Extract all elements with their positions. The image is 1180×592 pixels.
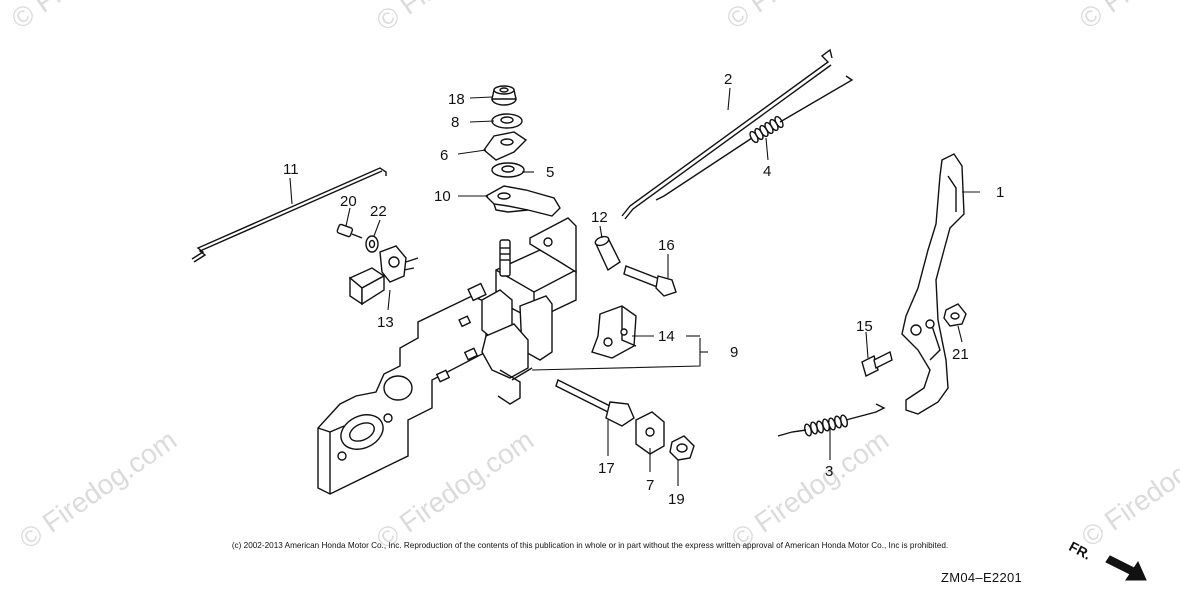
part-12-collar xyxy=(594,235,621,272)
callout-7: 7 xyxy=(646,477,654,494)
leader-lines xyxy=(289,87,980,486)
callout-15: 15 xyxy=(856,318,873,335)
callout-21: 21 xyxy=(952,346,969,363)
part-9-control-base xyxy=(317,217,577,495)
diagram-code: ZM04–E2201 xyxy=(941,570,1023,585)
callout-13: 13 xyxy=(377,314,394,331)
part-13-switch xyxy=(348,245,419,306)
part-16-bolt xyxy=(623,265,677,297)
callout-17: 17 xyxy=(598,460,615,477)
callout-16: 16 xyxy=(658,237,675,254)
part-7-clip xyxy=(635,411,665,455)
watermark-text: © Firedog.com xyxy=(1076,422,1180,553)
watermark-text: © Firedog.com xyxy=(14,424,183,555)
watermark-text: © Firedog.com xyxy=(1074,0,1180,35)
callout-11: 11 xyxy=(283,161,299,178)
part-6-plate xyxy=(483,131,528,161)
part-2-rod xyxy=(621,48,833,220)
callout-6: 6 xyxy=(440,147,448,164)
part-8-washer xyxy=(491,113,523,129)
callout-22: 22 xyxy=(370,203,387,220)
part-19-nut xyxy=(669,435,695,461)
callout-8: 8 xyxy=(451,114,459,131)
part-3-spring xyxy=(777,403,886,437)
callout-20: 20 xyxy=(340,193,357,210)
watermark-text: © Firedog.com xyxy=(721,0,890,35)
part-20-bolt xyxy=(336,223,363,239)
part-5-washer xyxy=(491,162,525,178)
callout-9: 9 xyxy=(730,344,738,361)
part-17-bolt xyxy=(555,379,635,427)
callout-14: 14 xyxy=(658,328,675,345)
callout-19: 19 xyxy=(668,491,685,508)
part-14-bracket xyxy=(591,305,637,359)
watermark-layer: © Firedog.com © Firedog.com © Firedog.co… xyxy=(6,0,1180,555)
part-15-screw xyxy=(861,350,893,378)
callout-4: 4 xyxy=(763,163,771,180)
callout-2: 2 xyxy=(724,71,732,88)
copyright-notice: (c) 2002-2013 American Honda Motor Co., … xyxy=(231,541,949,550)
callout-labels: 1 2 3 4 5 6 7 8 9 10 11 12 13 14 15 16 1… xyxy=(283,71,1004,508)
part-10-lever xyxy=(484,185,561,217)
watermark-text: © Firedog.com xyxy=(6,0,175,35)
callout-12: 12 xyxy=(591,209,608,226)
callout-1: 1 xyxy=(996,184,1004,201)
part-21-nut xyxy=(943,303,967,327)
part-18-nut xyxy=(491,85,517,106)
part-4-spring xyxy=(655,75,854,201)
callout-5: 5 xyxy=(546,164,554,181)
watermark-text: © Firedog.com xyxy=(371,0,540,37)
part-11-rod xyxy=(191,167,387,263)
callout-3: 3 xyxy=(825,463,833,480)
watermark-text: © Firedog.com xyxy=(726,424,895,555)
part-22-washer xyxy=(365,235,379,253)
callout-18: 18 xyxy=(448,91,465,108)
front-direction-arrow xyxy=(1105,555,1147,581)
part-1-lever xyxy=(901,153,965,415)
callout-10: 10 xyxy=(434,188,451,205)
